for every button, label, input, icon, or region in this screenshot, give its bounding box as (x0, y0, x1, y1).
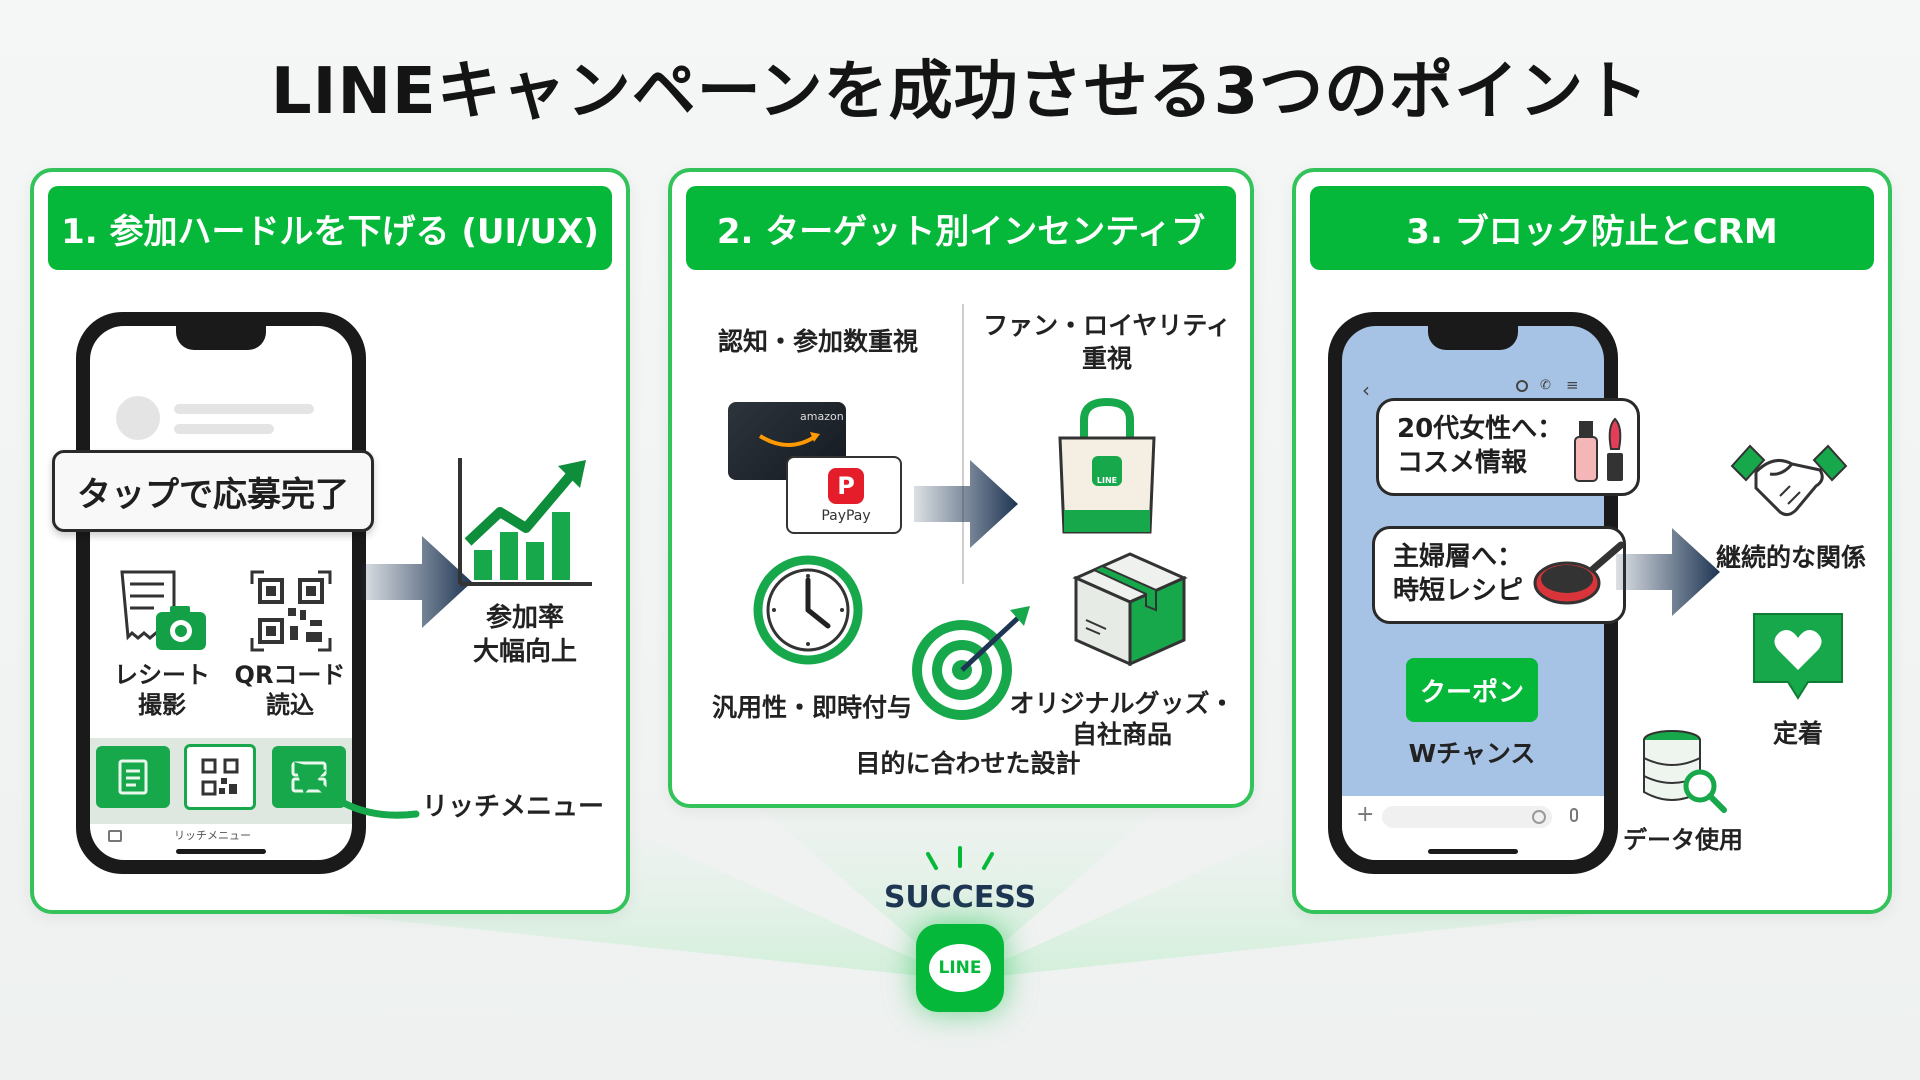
rich-menu-small-label: リッチメニュー (174, 829, 251, 842)
clock-icon (753, 555, 863, 665)
receipt-camera-icon (120, 570, 206, 650)
column-divider (962, 304, 964, 584)
left-column-title: 認知・参加数重視 (717, 327, 918, 356)
phone-notch (1428, 326, 1518, 350)
panel-ui-ux: 1. 参加ハードルを下げる (UI/UX) レシート 撮影 (30, 168, 630, 914)
panel-crm: 3. ブロック防止とCRM ‹ ✆ ≡ クーポン Wチャンス + 20代女性へ：… (1292, 168, 1892, 914)
arrow-right-icon (1616, 528, 1720, 616)
w-chance-label: Wチャンス (1408, 739, 1536, 768)
panel1-header: 1. 参加ハードルを下げる (UI/UX) (48, 186, 612, 270)
paypay-label: PayPay (821, 508, 871, 524)
heart-badge-icon (1753, 613, 1843, 700)
menu-icon[interactable]: ≡ (1566, 376, 1579, 394)
product-box-icon (1072, 552, 1188, 667)
search-icon[interactable] (1516, 380, 1528, 392)
qr-label: QRコード 読込 (234, 661, 346, 719)
rich-menu-label: リッチメニュー (422, 792, 605, 822)
line-logo-text: LINE (929, 944, 991, 992)
placeholder-line (174, 404, 314, 414)
qr-code-icon (250, 570, 332, 652)
coupon-ticket[interactable]: クーポン (1406, 658, 1538, 722)
data-use-label: データ使用 (1623, 826, 1743, 854)
emoji-icon[interactable] (1532, 810, 1546, 824)
mic-icon[interactable] (1570, 808, 1578, 822)
success-label: SUCCESS (883, 880, 1037, 915)
sparkle-rays-icon (926, 846, 994, 870)
left-bottom-label: 汎用性・即時付与 (711, 693, 912, 722)
home-indicator (176, 849, 266, 854)
phone-notch (176, 326, 266, 350)
back-chevron-icon[interactable]: ‹ (1362, 378, 1370, 402)
home-indicator (1428, 849, 1518, 854)
bag-line-logo: LINE (1096, 476, 1118, 485)
panel-incentive: 2. ターゲット別インセンティブ 認知・参加数重視 ファン・ロイヤリティ 重視 … (668, 168, 1254, 808)
smile-icon (758, 432, 820, 447)
curved-arrow-icon (294, 762, 420, 819)
rich-menu-item-qr[interactable] (184, 744, 256, 810)
panel2-header: 2. ターゲット別インセンティブ (686, 186, 1236, 270)
frying-pan-icon (1533, 541, 1625, 605)
paypay-card: P PayPay (786, 456, 902, 534)
result-label: 参加率 大幅向上 (472, 603, 577, 667)
message-input[interactable] (1382, 806, 1552, 828)
tote-bag-icon (1058, 398, 1156, 534)
receipt-label: レシート 撮影 (114, 661, 210, 719)
arrow-right-icon (914, 460, 1018, 548)
line-app-icon: LINE (916, 924, 1004, 1012)
right-bottom-label: オリジナルグッズ・ 自社商品 (1009, 689, 1235, 750)
page-title: LINEキャンペーンを成功させる3つのポイント (270, 55, 1650, 129)
avatar (116, 396, 160, 440)
cosmetics-icon (1574, 417, 1623, 482)
document-icon (118, 759, 148, 795)
tap-complete-label: タップで応募完了 (52, 450, 374, 532)
database-search-icon (1643, 730, 1727, 813)
continuous-relation-label: 継続的な関係 (1715, 543, 1866, 572)
retention-label: 定着 (1772, 719, 1823, 748)
handshake-icon (1730, 444, 1848, 517)
paypay-logo-icon: P (828, 468, 864, 504)
center-bottom-label: 目的に合わせた設計 (855, 749, 1081, 778)
segment-bubble-housewives: 主婦層へ： 時短レシピ (1372, 526, 1626, 624)
rich-menu-item-receipt[interactable] (96, 746, 170, 808)
plus-icon[interactable]: + (1356, 802, 1375, 827)
segment-bubble-women20s: 20代女性へ： コスメ情報 (1376, 398, 1640, 496)
arrow-right-icon (362, 536, 472, 628)
qr-small-icon (201, 758, 239, 796)
growth-chart-icon (458, 458, 592, 586)
panel3-header: 3. ブロック防止とCRM (1310, 186, 1874, 270)
placeholder-line (174, 424, 274, 434)
keyboard-icon (108, 830, 122, 842)
phone-call-icon[interactable]: ✆ (1540, 378, 1551, 393)
amazon-card-text: amazon (800, 410, 844, 423)
right-column-title: ファン・ロイヤリティ 重視 (983, 311, 1231, 373)
target-icon (912, 606, 1030, 720)
